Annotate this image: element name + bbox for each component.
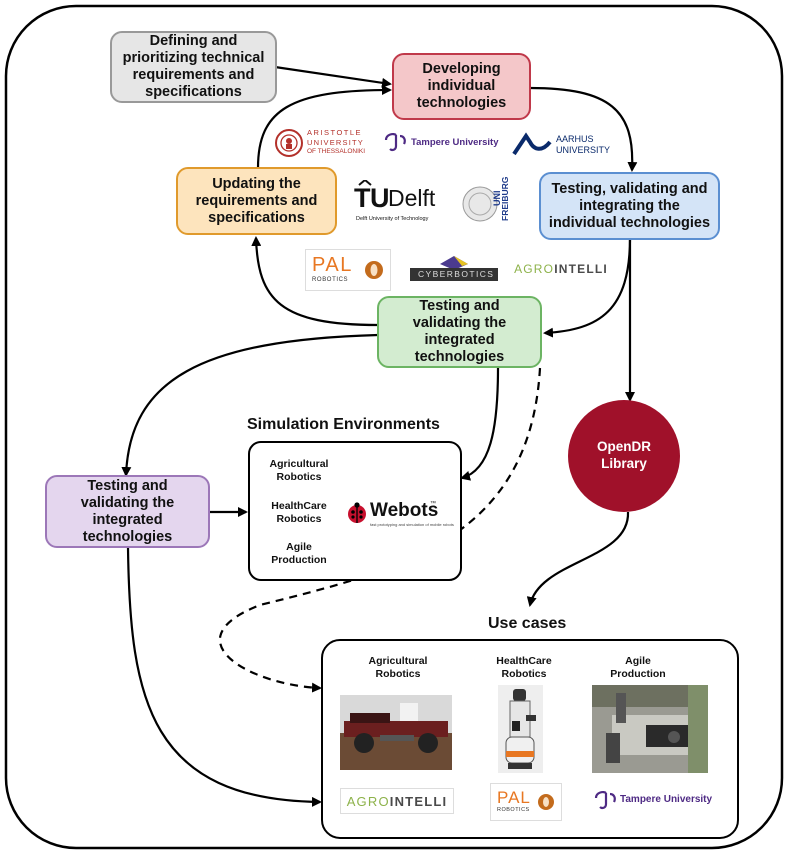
agrointelli-intelli-top: INTELLI [554,262,608,276]
pal-logo-usecase: PAL ROBOTICS [490,783,562,821]
test-left-box: Testing and validating the integrated te… [45,475,210,548]
aarhus-line2: UNIVERSITY [556,145,611,155]
arrow-update-to-develop [256,85,392,169]
arrow-opendr-to-use-cases [526,511,630,607]
agrointelli-agro: AGRO [346,793,390,809]
agrointelli-intelli: INTELLI [389,793,448,809]
tudelft-sub: Delft University of Technology [356,216,429,222]
arrow-define-to-develop [274,65,392,88]
pal-emblem-icon-top [365,261,383,279]
opendr-circle [568,400,680,512]
cyberbotics-logo: CYBERBOTICS [410,254,498,284]
aarhus-line1: AARHUS [556,134,594,144]
pal-wordmark: PAL [497,788,531,807]
pal-sub-top: ROBOTICS [312,277,349,283]
healthcare-robot-photo [498,685,543,773]
arrow-test-integrated-to-sim [460,367,500,481]
pal-sub: ROBOTICS [497,807,530,813]
cyberbotics-wordmark: CYBERBOTICS [418,269,495,279]
sim-item-agile: Agile Production [271,541,327,566]
arrow-test-integrated-to-test-left [121,333,379,477]
pal-wordmark-top: PAL [312,254,353,276]
tampere-wordmark-top: Tampere University [411,137,499,148]
test-integrated-box: Testing and validating the integrated te… [377,296,542,368]
use-case-label-health: HealthCare Robotics [496,655,552,680]
webots-subtitle: fast prototyping and simulation of mobil… [370,522,454,527]
auth-line3: OF THESSALONIKI [307,148,366,155]
tudelft-logo: T U Delft Delft University of Technology [354,180,442,229]
freiburg-name: FREIBURG [500,176,510,221]
use-cases-title: Use cases [488,615,567,632]
tampere-emblem-icon-top [384,132,406,152]
auth-line1: ARISTOTLE [307,128,363,137]
sim-title: Simulation Environments [247,416,440,433]
aarhus-logo: AARHUS UNIVERSITY [512,130,612,160]
update-box: Updating the requirements and specificat… [176,167,337,235]
use-case-label-agri: Agricultural Robotics [368,655,428,680]
cyberbotics-bar [410,268,498,281]
sim-item-agri: Agricultural Robotics [269,458,329,483]
outer-frame [4,4,784,850]
tudelft-delft: Delft [388,185,436,211]
agri-robot-photo [340,695,452,770]
test-individual-box: Testing, validating and integrating the … [539,172,720,240]
ladybug-icon [348,502,366,523]
pal-emblem-icon [538,794,554,810]
opendr-label: OpenDR Library [597,439,651,471]
pal-logo-top: PAL ROBOTICS [305,249,391,291]
arrow-test-individual-to-test-integrated [543,237,632,338]
freiburg-seal-icon [462,186,498,222]
tampere-logo-usecase: Tampere University [594,790,716,812]
freiburg-logo: UNI FREIBURG [462,176,510,234]
tudelft-u: U [370,183,390,213]
sim-item-health: HealthCare Robotics [271,500,327,525]
tudelft-t: T [354,183,371,213]
arrow-develop-to-test-individual [529,86,638,172]
auth-logo: ARISTOTLE UNIVERSITY OF THESSALONIKI [274,126,376,162]
use-case-label-agile: Agile Production [610,655,666,680]
webots-wordmark: Webots [370,500,439,521]
tampere-logo: Tampere University [384,131,506,155]
arrow-test-integrated-to-update [251,236,379,327]
auth-seal-icon [275,129,303,157]
tampere-emblem-icon [594,790,616,810]
agrointelli-agro-top: AGRO [514,262,555,276]
develop-box: Developing individual technologies [392,53,531,120]
arrow-test-left-to-use-cases [126,547,322,807]
webots-logo: Webots ™ fast prototyping and simulation… [346,498,458,530]
webots-tm: ™ [430,501,436,507]
agile-production-photo [592,685,708,773]
define-box: Defining and prioritizing technical requ… [110,31,277,103]
auth-line2: UNIVERSITY [307,138,365,147]
tudelft-flame-icon [358,180,372,186]
cyberbotics-cube-icon [440,256,468,270]
aarhus-wave-icon [512,132,552,156]
tampere-wordmark: Tampere University [620,794,713,805]
